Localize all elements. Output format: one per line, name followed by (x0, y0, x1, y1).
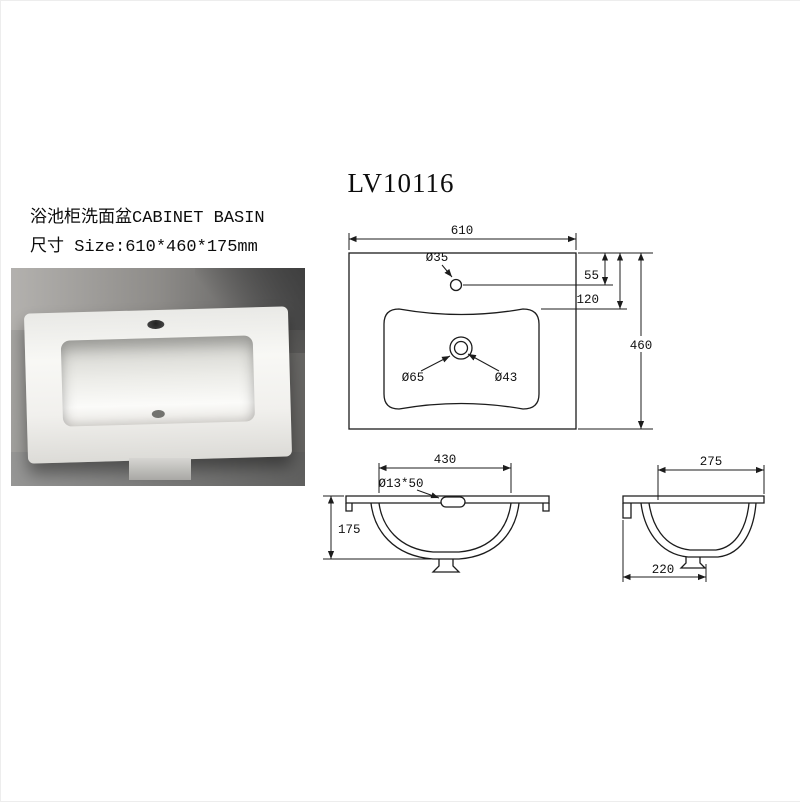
dim-430-label: 430 (434, 453, 457, 467)
dim-faucet-hole-label: Ø35 (426, 251, 449, 265)
dim-610-label: 610 (451, 224, 474, 238)
dim-offsets-right: 55 120 (463, 252, 653, 310)
dim-height-175: 175 (323, 495, 431, 560)
side-view-front-lip (622, 503, 632, 519)
front-view-overflow-slot (440, 496, 466, 508)
side-view-drain (679, 557, 707, 569)
dim-drain: Ø65 Ø43 (402, 353, 518, 385)
front-view: 430 Ø13*50 175 (323, 453, 550, 573)
dim-overflow-slot: Ø13*50 (378, 477, 440, 499)
dim-bottom-width-220: 220 (622, 520, 707, 582)
dim-460-label: 460 (630, 339, 653, 353)
side-view: 275 220 (622, 455, 765, 582)
photo-basin (23, 306, 293, 464)
dim-overflow-label: Ø13*50 (378, 477, 423, 491)
model-number: LV10116 (347, 168, 455, 198)
front-view-drain (431, 559, 461, 573)
dim-drain-inner-label: Ø43 (495, 371, 518, 385)
dim-inner-width-430: 430 (378, 453, 512, 493)
front-view-right-lip (542, 503, 550, 512)
technical-drawing: 610 Ø35 55 120 (301, 206, 800, 606)
dim-drain-outer-label: Ø65 (402, 371, 425, 385)
product-photo (11, 268, 305, 486)
front-view-left-lip (345, 503, 353, 512)
top-view-drain-inner-circle (453, 340, 469, 356)
side-view-countertop (622, 495, 765, 504)
top-view-faucet-hole (449, 278, 463, 292)
dim-top-width-275: 275 (657, 455, 765, 500)
dim-120-label: 120 (576, 293, 599, 307)
dim-220-label: 220 (652, 563, 675, 577)
dim-width-610: 610 (348, 224, 577, 250)
dim-175-label: 175 (338, 523, 361, 537)
dim-55-label: 55 (584, 269, 599, 283)
product-name: 浴池柜洗面盆CABINET BASIN (30, 209, 265, 228)
side-view-bowl-outer (640, 502, 757, 558)
front-view-bowl-outer (370, 502, 520, 560)
photo-basin-pedestal (129, 458, 191, 480)
dim-faucet-hole: Ø35 (426, 251, 453, 278)
top-view: 610 Ø35 55 120 (348, 224, 659, 430)
dim-275-label: 275 (700, 455, 723, 469)
side-view-bowl-inner (648, 502, 750, 551)
front-view-bowl-inner (378, 502, 512, 553)
product-info: 浴池柜洗面盆CABINET BASIN 尺寸 Size:610*460*175m… (30, 204, 265, 262)
product-size: 尺寸 Size:610*460*175mm (30, 238, 258, 257)
dim-depth-460: 460 (578, 253, 659, 430)
